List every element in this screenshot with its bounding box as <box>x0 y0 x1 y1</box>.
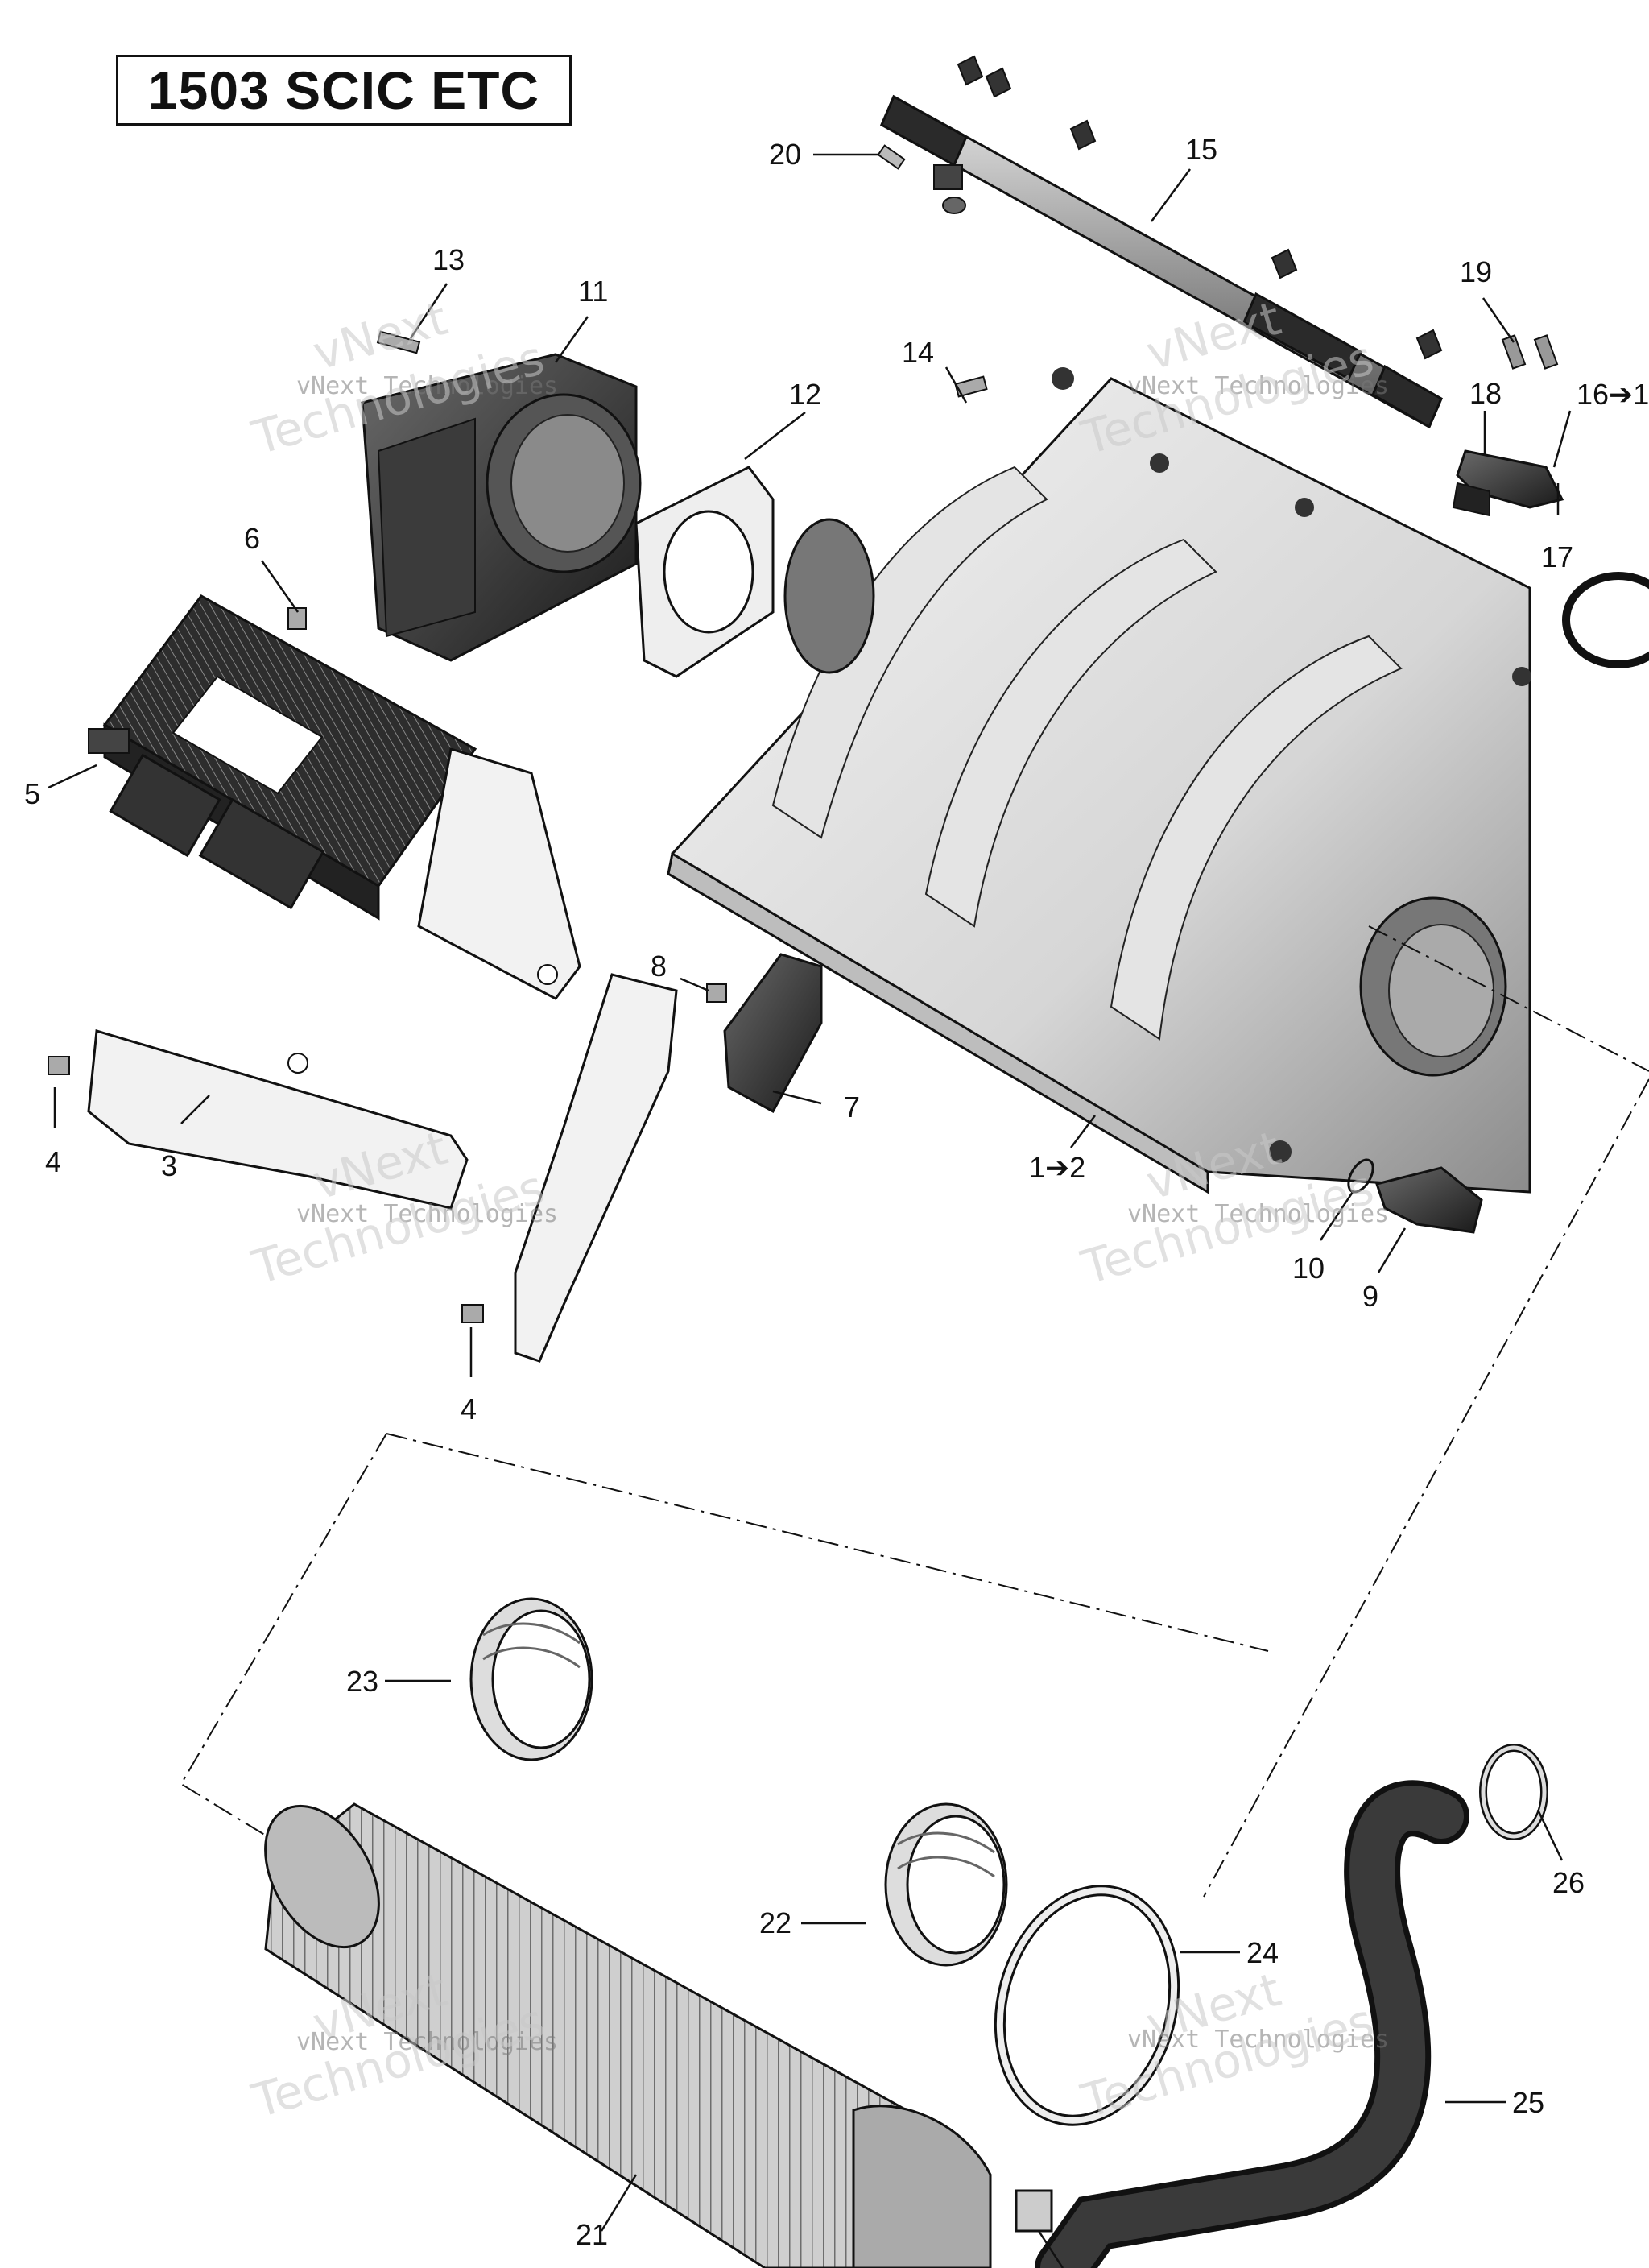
fuel-rail <box>880 55 1443 429</box>
callout-15: 15 <box>1185 133 1218 166</box>
callout-4a: 4 <box>45 1145 62 1178</box>
callout-20: 20 <box>769 138 802 171</box>
coupler-23 <box>469 1597 593 1761</box>
leader-dashed-frame <box>1368 925 1649 1072</box>
callout-26: 26 <box>1552 1866 1585 1899</box>
callout-1: 1➔2 <box>1029 1151 1086 1184</box>
callout-14: 14 <box>902 336 935 369</box>
title-box: 1503 SCIC ETC <box>116 55 572 126</box>
callout-3: 3 <box>161 1149 178 1182</box>
mounting-bracket <box>87 747 678 1363</box>
screw-4a <box>48 1056 70 1075</box>
callout-11: 11 <box>578 275 609 308</box>
screw-8 <box>706 983 727 1003</box>
sensor-9 <box>1375 1166 1483 1234</box>
callout-17: 17 <box>1541 540 1574 573</box>
callout-6: 6 <box>244 522 261 555</box>
callout-8: 8 <box>651 950 667 983</box>
coupler-22 <box>884 1802 1008 1967</box>
callout-10: 10 <box>1292 1252 1325 1285</box>
sensor-7 <box>723 953 823 1114</box>
callout-13: 13 <box>432 243 465 276</box>
screw-13 <box>376 330 421 354</box>
injector-18 <box>1452 449 1564 517</box>
callout-5: 5 <box>24 777 41 810</box>
screw-4b <box>461 1304 484 1323</box>
dashed-box <box>180 1078 1649 1898</box>
intercooler <box>264 1802 992 2268</box>
intake-manifold <box>667 367 1531 1194</box>
clamp-26 <box>1479 1744 1548 1840</box>
screw-14 <box>954 375 988 398</box>
o-ring-10 <box>1347 1158 1374 1194</box>
callout-19: 19 <box>1460 255 1493 288</box>
callout-7: 7 <box>844 1091 861 1124</box>
clip-19 <box>1501 334 1559 370</box>
diagram-title: 1503 SCIC ETC <box>147 60 540 120</box>
gasket-12 <box>634 466 775 678</box>
leader-lines <box>48 153 1572 2268</box>
callout-22: 22 <box>759 1906 792 1939</box>
callout-4b: 4 <box>461 1393 477 1426</box>
o-ring-manifold <box>1562 572 1649 668</box>
callout-25: 25 <box>1512 2086 1545 2119</box>
screw-6 <box>287 607 307 630</box>
callout-16: 16➔1 <box>1577 378 1649 411</box>
callout-9: 9 <box>1362 1280 1379 1313</box>
callout-24: 24 <box>1246 1936 1279 1969</box>
engine-control-module <box>88 594 477 921</box>
callout-23: 23 <box>346 1665 379 1698</box>
bolt-20 <box>877 144 906 170</box>
hose-25 <box>1015 1780 1469 2268</box>
clamp-24 <box>994 1885 1180 2126</box>
callout-12: 12 <box>789 378 822 411</box>
callout-21: 21 <box>576 2218 609 2251</box>
callout-18: 18 <box>1469 377 1502 410</box>
throttle-body <box>361 353 642 662</box>
